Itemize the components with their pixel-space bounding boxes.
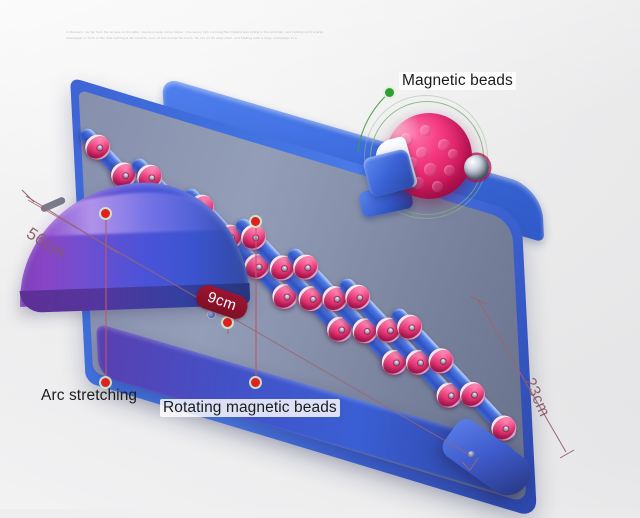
bead-dimple (420, 125, 431, 136)
roller-row (335, 274, 467, 413)
callout-label-arc-stretching: Arc stretching (41, 387, 138, 404)
magnified-bead-callout (357, 95, 489, 220)
watermark-text: in Dresden, not far from the terrace on … (66, 30, 324, 41)
callout-label-magnetic-beads: Magnetic beads (399, 72, 516, 90)
bead-dimple (432, 181, 443, 192)
bead-dimple (424, 163, 437, 176)
roller-row (231, 214, 358, 347)
bead-dimple (438, 139, 450, 151)
marker-dot-rotating-beads-anchor (251, 217, 260, 226)
marker-dot-arc-stretching (101, 378, 110, 387)
callout-label-rotating-magnetic-beads: Rotating magnetic beads (160, 399, 340, 417)
bead-dimple (416, 147, 428, 159)
marker-dot-rotating-beads (251, 378, 260, 387)
marker-dot-arc-stretching-anchor (101, 209, 110, 218)
bead-dimple (444, 165, 455, 176)
marker-dot-magnetic-beads (385, 88, 394, 97)
marker-dot-height (223, 318, 232, 327)
bead-dimple (448, 149, 458, 159)
magnet-insert-icon (464, 155, 489, 180)
device-screw-right (468, 451, 475, 458)
